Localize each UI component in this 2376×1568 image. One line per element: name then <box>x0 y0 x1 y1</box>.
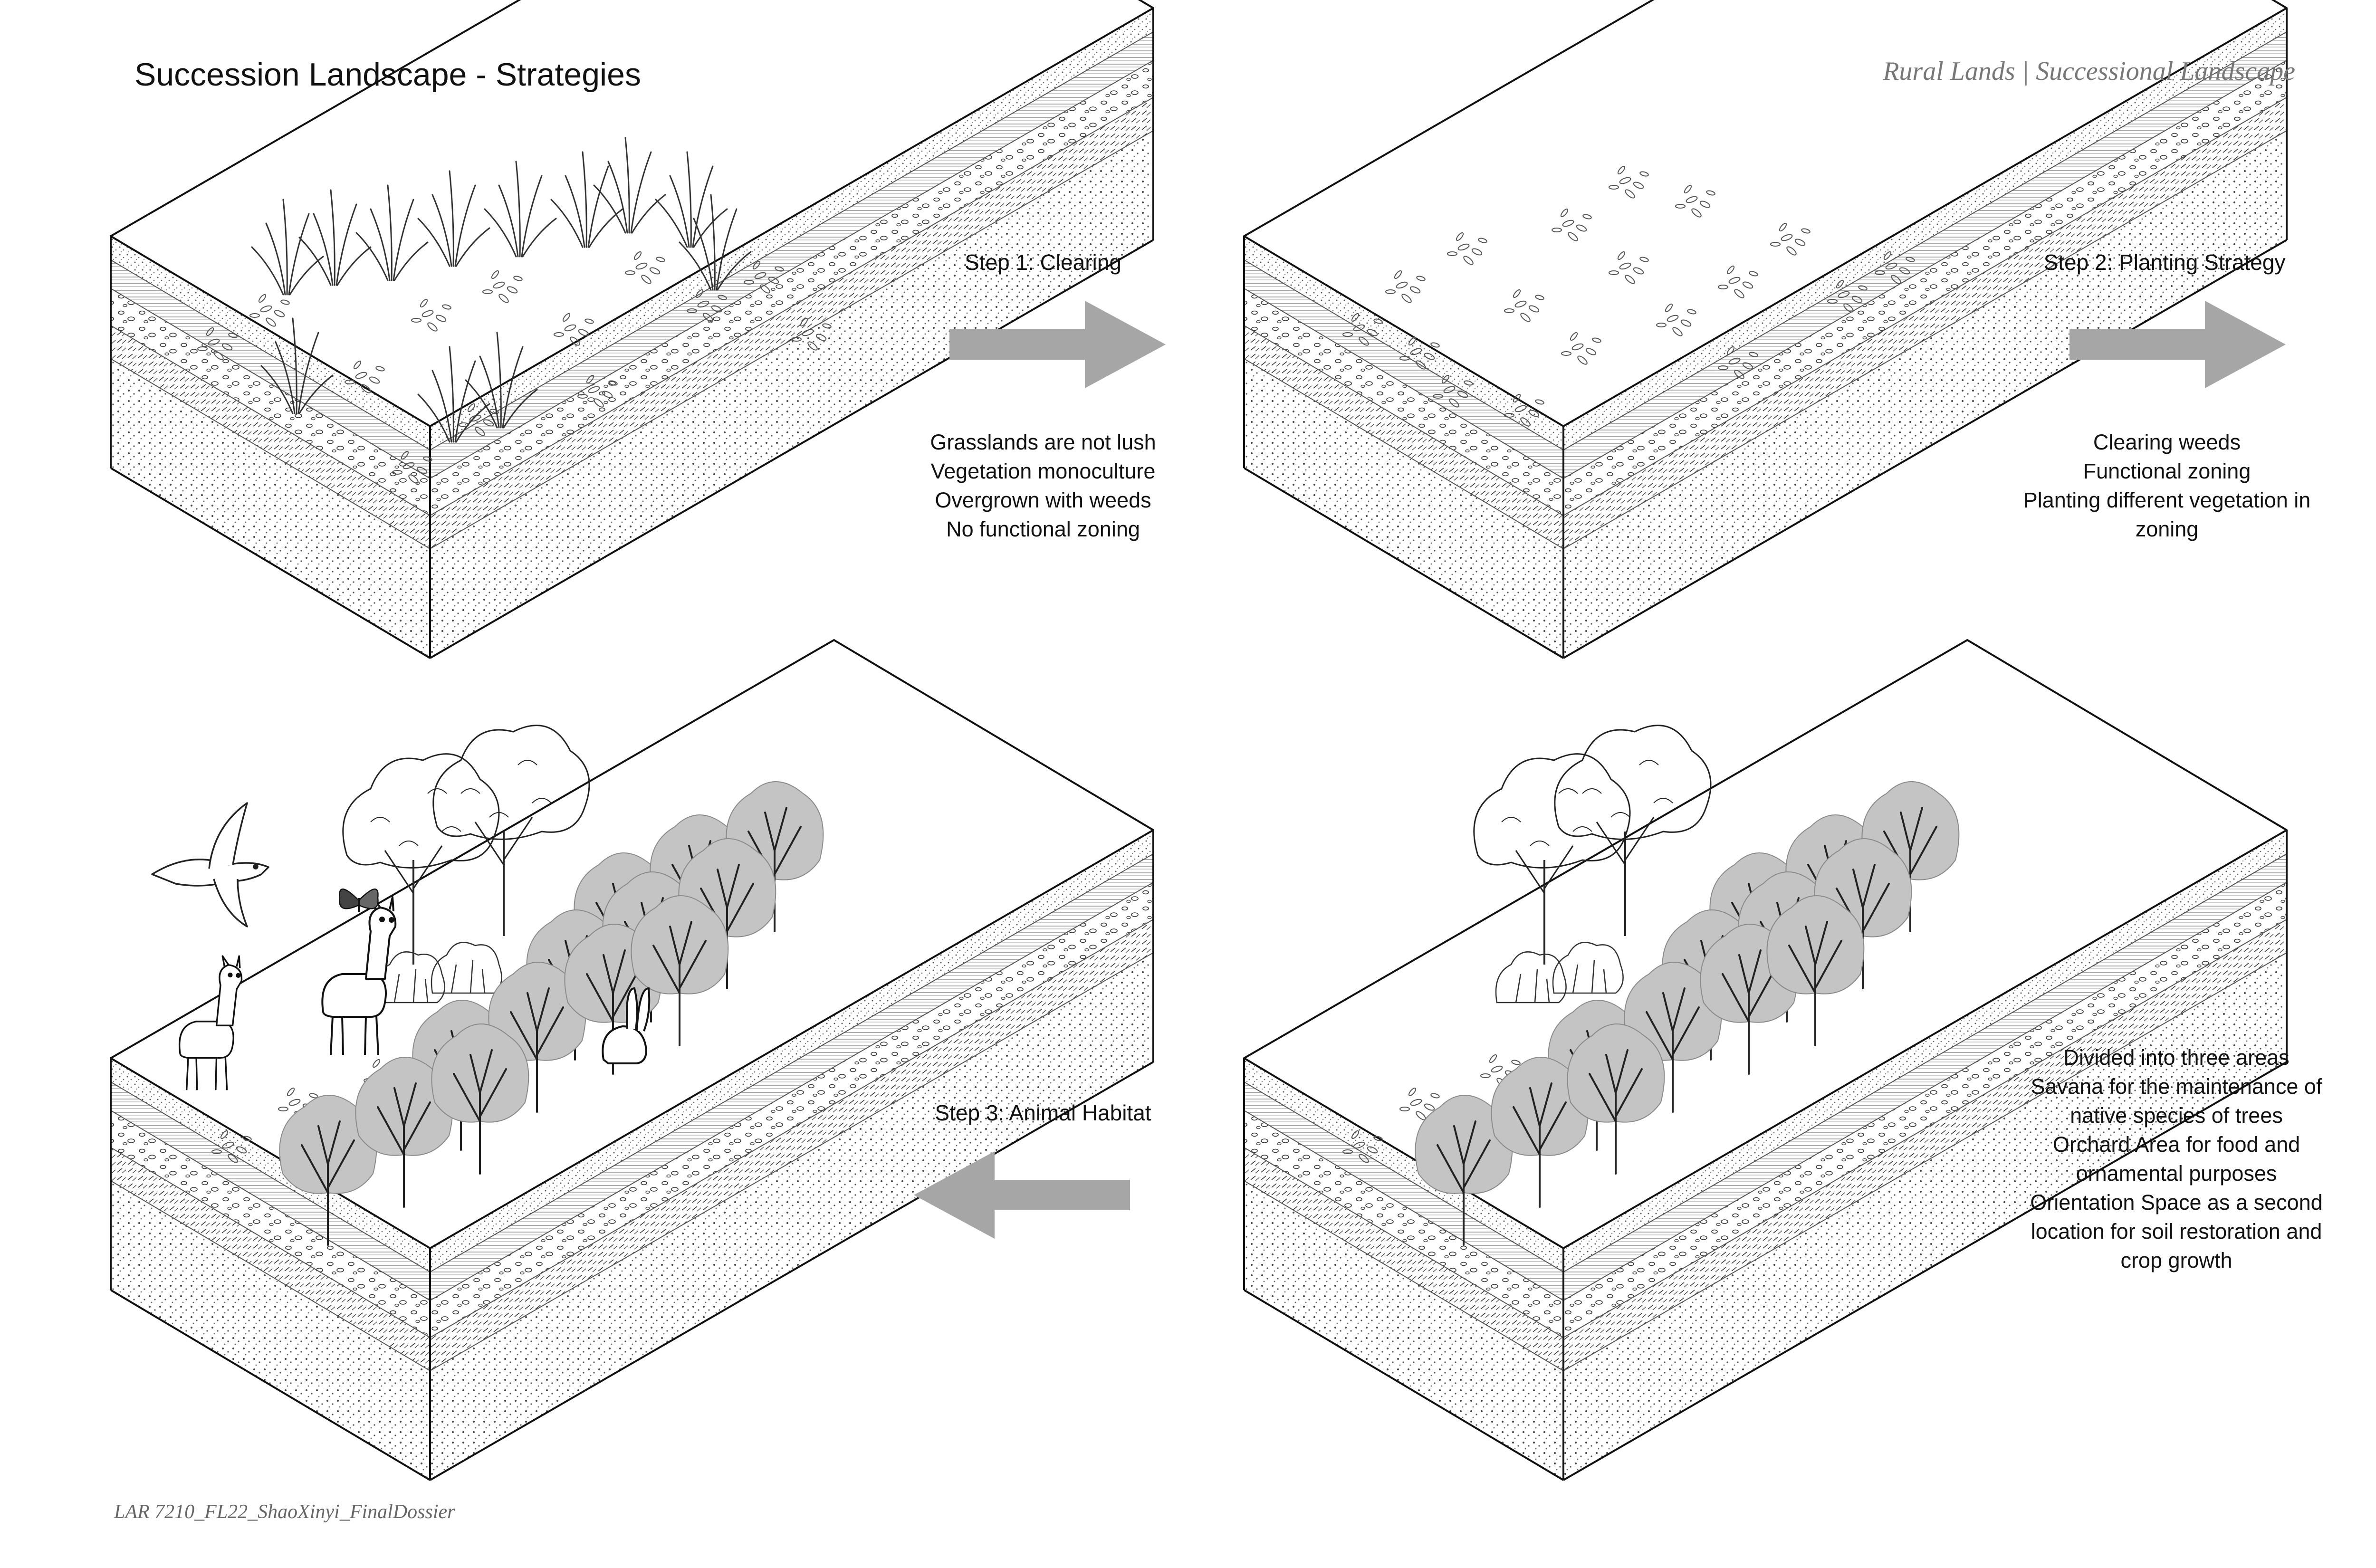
step-1-label: Step 1: Clearing <box>965 250 1121 275</box>
desc-line: No functional zoning <box>946 517 1140 541</box>
desc-line: Clearing weeds <box>2093 430 2241 454</box>
block-grassland-degraded <box>110 0 1154 659</box>
soil-block-icon <box>110 0 1154 659</box>
footer-credit: LAR 7210_FL22_ShaoXinyi_FinalDossier <box>114 1501 455 1523</box>
block-animal-habitat <box>110 639 1154 1481</box>
desc-line: Orchard Area for food and <box>2052 1132 2300 1157</box>
desc-line: Overgrown with weeds <box>935 488 1151 512</box>
desc-line: Orientation Space as a second <box>2030 1190 2323 1214</box>
desc-line: crop growth <box>2120 1248 2232 1272</box>
desc-line: location for soil restoration and <box>2031 1219 2322 1243</box>
step-1-description: Grasslands are not lush Vegetation monoc… <box>930 428 1156 544</box>
desc-line: Planting different vegetation in <box>2023 488 2311 512</box>
alpaca-icon <box>178 955 243 1091</box>
desc-line: native species of trees <box>2070 1103 2283 1128</box>
step-3-description: Divided into three areas Savana for the … <box>2030 1043 2322 1275</box>
bird-icon <box>151 802 269 927</box>
alpaca-icon <box>321 896 397 1056</box>
desc-line: Vegetation monoculture <box>930 459 1156 483</box>
desc-line: Divided into three areas <box>2063 1045 2290 1070</box>
block-cleared <box>1243 0 2288 659</box>
desc-line: ornamental purposes <box>2076 1161 2277 1186</box>
desc-line: zoning <box>2135 517 2199 541</box>
header-subtitle: Rural Lands | Successional Landscape <box>1883 57 2295 86</box>
desc-line: Savana for the maintenance of <box>2031 1074 2322 1099</box>
step-2-description: Clearing weeds Functional zoning Plantin… <box>2023 428 2311 544</box>
desc-line: Functional zoning <box>2083 459 2251 483</box>
step-3-label: Step 3: Animal Habitat <box>935 1100 1151 1125</box>
butterfly-icon <box>338 888 379 913</box>
desc-line: Grasslands are not lush <box>930 430 1156 454</box>
step-2-label: Step 2: Planting Strategy <box>2043 250 2286 275</box>
page-title: Succession Landscape - Strategies <box>134 57 641 93</box>
rabbit-icon <box>602 987 651 1064</box>
soil-block-icon <box>1243 0 2288 659</box>
